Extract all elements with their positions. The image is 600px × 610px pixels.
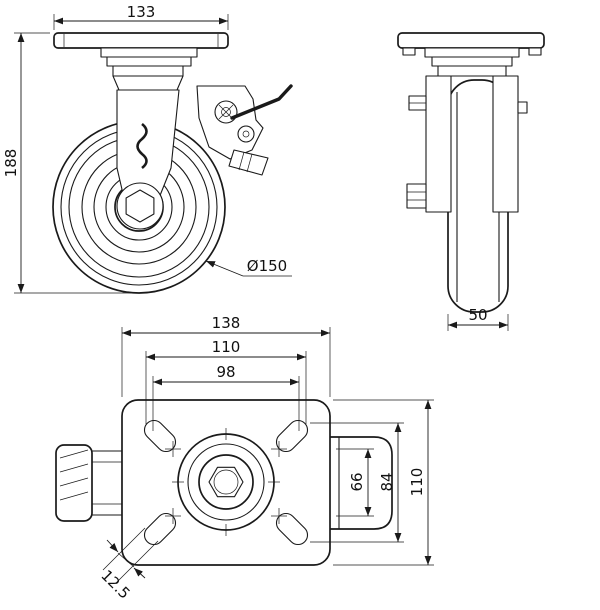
dim-slot-outer-x: 110 <box>145 338 307 424</box>
brake-lever <box>230 84 293 120</box>
front-top-plate <box>53 32 229 49</box>
plan-brake-pedal <box>55 444 123 522</box>
side-axle-bolt <box>406 183 427 209</box>
dim-plate-length: 138 <box>121 314 331 397</box>
side-fork-legs <box>425 75 519 213</box>
dim-110-top-label: 110 <box>212 338 241 356</box>
dim-slot-inner-y: 66 <box>336 448 374 517</box>
dim-188-label: 188 <box>2 149 20 178</box>
dim-138-label: 138 <box>212 314 241 332</box>
front-fork <box>116 89 180 230</box>
dim-slot-outer-y: 84 <box>310 422 404 543</box>
plan-view: 138 110 98 66 84 <box>55 314 434 603</box>
brake-pedal-front <box>228 149 269 176</box>
dim-diameter-label: Ø150 <box>247 257 287 275</box>
dim-110-right-label: 110 <box>408 468 426 497</box>
brand-mark <box>136 122 148 170</box>
side-swivel-head <box>424 47 520 77</box>
dim-50-label: 50 <box>468 306 487 324</box>
brake-assembly <box>196 84 293 176</box>
dim-66-label: 66 <box>348 472 366 491</box>
dim-slot-inner-x: 98 <box>152 363 300 431</box>
dim-133-label: 133 <box>127 3 156 21</box>
axle-hex-nut <box>125 189 155 223</box>
center-hex-nut <box>208 466 244 498</box>
dim-98-label: 98 <box>216 363 235 381</box>
dim-wheel-width: 50 <box>447 306 509 331</box>
dim-wheel-diameter: Ø150 <box>205 257 292 277</box>
center-swivel-bearing <box>172 428 280 536</box>
side-kingpin-bolt <box>408 95 528 114</box>
dim-plate-depth: 110 <box>333 399 434 566</box>
plan-wheel-footprint <box>329 436 393 530</box>
dim-front-plate-width: 133 <box>53 3 229 30</box>
slot-center-marks <box>165 441 287 524</box>
side-view: 50 <box>397 32 545 331</box>
dim-12p5-label: 12.5 <box>97 566 133 602</box>
dim-84-label: 84 <box>378 472 396 491</box>
dim-front-overall-height: 188 <box>2 32 134 294</box>
front-view: 133 188 Ø150 <box>2 3 293 294</box>
front-swivel-head <box>100 47 198 91</box>
